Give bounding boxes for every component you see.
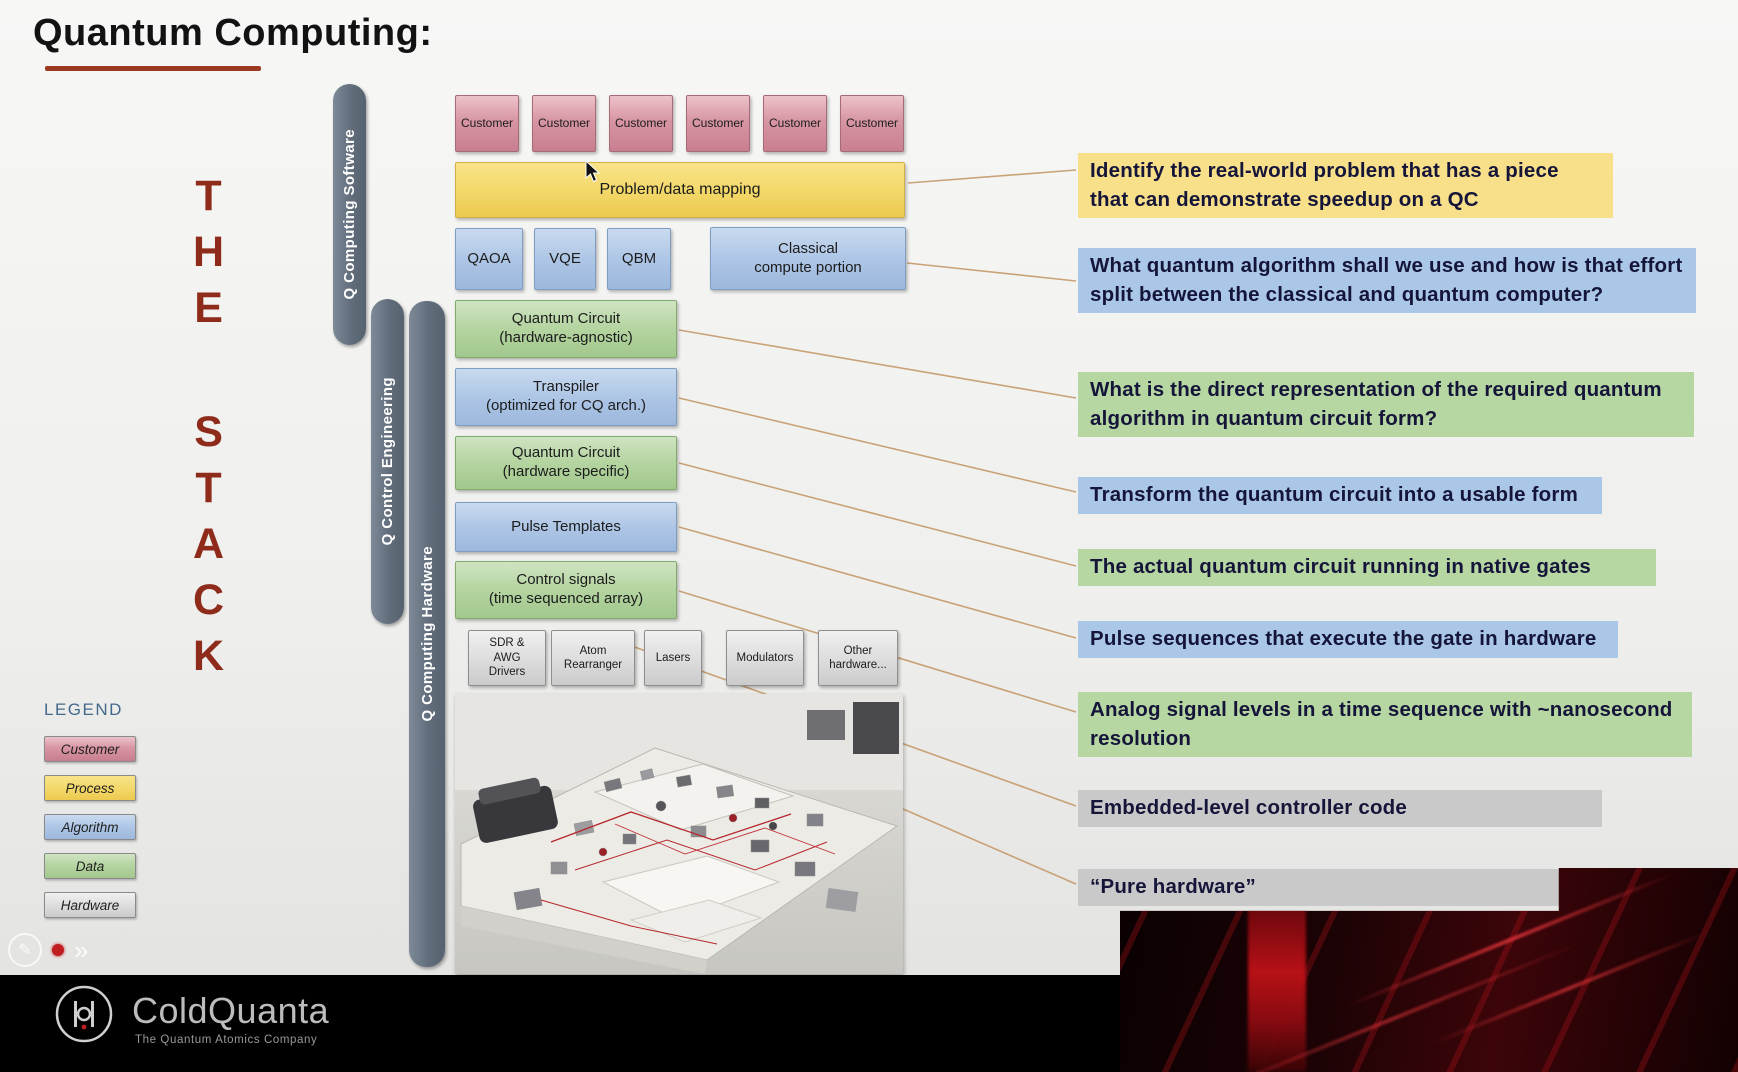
layer-transpiler: Transpiler (optimized for CQ arch.) <box>455 368 677 426</box>
vertical-letter: S <box>194 408 223 456</box>
legend-item-customer: Customer <box>44 736 136 762</box>
customer-box: Customer <box>763 95 827 152</box>
coldquanta-logo <box>55 985 113 1043</box>
vertical-title-stack: S T A C K <box>193 404 224 684</box>
vertical-letter: H <box>193 228 225 276</box>
layer-pulse-templates: Pulse Templates <box>455 502 677 552</box>
connector-line <box>906 262 1077 282</box>
hw-box-modulators: Modulators <box>726 630 804 686</box>
layer-quantum-circuit-agnostic: Quantum Circuit (hardware-agnostic) <box>455 300 677 358</box>
note-analog-signals: Analog signal levels in a time sequence … <box>1078 692 1692 758</box>
hw-box-atom-rearranger: Atom Rearranger <box>551 630 635 686</box>
mouse-cursor <box>585 160 601 183</box>
customer-box: Customer <box>609 95 673 152</box>
page-title: Quantum Computing: <box>33 12 433 54</box>
qaoa-box: QAOA <box>455 228 523 290</box>
hw-box-lasers: Lasers <box>644 630 702 686</box>
legend: LEGEND Customer Process Algorithm Data H… <box>44 700 136 931</box>
customer-box: Customer <box>840 95 904 152</box>
legend-item-data: Data <box>44 853 136 879</box>
pill-q-computing-hardware: Q Computing Hardware <box>409 301 445 967</box>
note-identify-problem: Identify the real-world problem that has… <box>1078 153 1613 219</box>
pill-label: Q Control Engineering <box>379 377 396 546</box>
legend-title: LEGEND <box>44 700 123 719</box>
vertical-letter: E <box>194 284 223 332</box>
red-band <box>1248 904 1306 1072</box>
vertical-title-the: T H E <box>193 168 224 336</box>
pill-label: Q Computing Software <box>341 129 358 300</box>
connector-line <box>678 397 1077 493</box>
vqe-box: VQE <box>534 228 596 290</box>
brand-name: ColdQuanta <box>132 990 330 1031</box>
connector-line <box>678 462 1077 567</box>
note-pulse-sequences: Pulse sequences that execute the gate in… <box>1078 621 1618 658</box>
pill-label: Q Computing Hardware <box>418 546 436 722</box>
connector-line <box>907 169 1077 184</box>
connector-line <box>678 526 1077 639</box>
problem-data-mapping-bar: Problem/data mapping <box>455 162 905 218</box>
classical-compute-box: Classical compute portion <box>710 227 906 290</box>
layer-control-signals: Control signals (time sequenced array) <box>455 561 677 619</box>
pencil-icon[interactable]: ✎ <box>8 933 42 967</box>
hw-box-other-hardware: Other hardware... <box>818 630 898 686</box>
vertical-letter: A <box>193 520 225 568</box>
legend-item-hardware: Hardware <box>44 892 136 918</box>
record-dot-icon[interactable] <box>52 944 64 956</box>
note-pure-hardware: “Pure hardware” <box>1078 869 1575 906</box>
note-controller-code: Embedded-level controller code <box>1078 790 1602 827</box>
note-transform-circuit: Transform the quantum circuit into a usa… <box>1078 477 1602 514</box>
vertical-letter: K <box>193 632 225 680</box>
customer-box: Customer <box>686 95 750 152</box>
note-native-gates: The actual quantum circuit running in na… <box>1078 549 1656 586</box>
layer-quantum-circuit-specific: Quantum Circuit (hardware specific) <box>455 436 677 490</box>
pill-q-control-engineering: Q Control Engineering <box>371 299 404 624</box>
note-circuit-representation: What is the direct representation of the… <box>1078 372 1694 438</box>
connector-line <box>678 329 1077 399</box>
pill-q-computing-software: Q Computing Software <box>333 84 366 345</box>
brand-tagline: The Quantum Atomics Company <box>135 1034 318 1046</box>
title-underline <box>45 66 261 71</box>
skip-arrows-icon[interactable]: » <box>74 935 89 965</box>
customer-box: Customer <box>532 95 596 152</box>
qbm-box: QBM <box>607 228 671 290</box>
note-quantum-algorithm: What quantum algorithm shall we use and … <box>1078 248 1696 314</box>
hardware-photo <box>455 694 903 974</box>
legend-item-algorithm: Algorithm <box>44 814 136 840</box>
vertical-letter: C <box>193 576 225 624</box>
annotation-toolbar: ✎ » <box>8 933 88 967</box>
customer-box: Customer <box>455 95 519 152</box>
vertical-letter: T <box>195 464 222 512</box>
vertical-letter: T <box>195 172 222 220</box>
hw-box-sdr-awg-drivers: SDR & AWG Drivers <box>468 630 546 686</box>
legend-item-process: Process <box>44 775 136 801</box>
